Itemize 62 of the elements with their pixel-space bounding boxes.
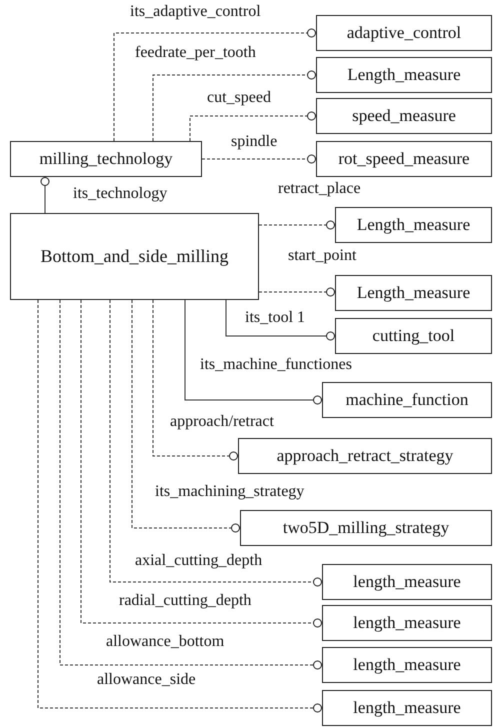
entity-name: approach_retract_strategy	[276, 446, 454, 466]
connector-line	[132, 300, 240, 532]
entity-name: Length_measure	[356, 283, 470, 303]
connector-line	[202, 154, 316, 164]
edge-label: retract_place	[278, 180, 361, 198]
edge-label: start_point	[288, 247, 356, 265]
edge-label: feedrate_per_tooth	[135, 44, 256, 62]
connector-line	[258, 288, 336, 296]
connector-line	[40, 176, 50, 214]
entity-name: length_measure	[353, 655, 461, 675]
entity-name: two5D_milling_strategy	[282, 518, 450, 538]
entity-box	[238, 438, 492, 474]
entity-box	[316, 141, 492, 177]
entity-name: adaptive_control	[346, 23, 462, 43]
edge-label: allowance_side	[97, 671, 196, 689]
connector-line	[152, 300, 238, 460]
edge-label: approach/retract	[170, 413, 274, 431]
entity-name: machine_function	[346, 390, 468, 410]
entity-name: Length_measure	[347, 65, 461, 85]
edge-label: allowance_bottom	[106, 633, 224, 651]
entity-box	[322, 382, 492, 418]
entity-box	[335, 275, 492, 311]
connector-line	[110, 300, 322, 586]
entity-name: milling_technology	[39, 149, 173, 169]
entity-box	[322, 690, 492, 726]
entity-box	[316, 15, 492, 51]
entity-name: cutting_tool	[372, 326, 455, 346]
entity-box	[10, 213, 259, 300]
connector-line	[152, 70, 316, 142]
edge-label: spindle	[231, 133, 278, 151]
entity-name: speed_measure	[352, 106, 456, 126]
entity-box	[322, 605, 492, 641]
edge-label: radial_cutting_depth	[119, 592, 252, 610]
entity-box	[322, 564, 492, 600]
entity-box	[10, 141, 202, 177]
entity-box	[322, 647, 492, 683]
connector-line	[60, 300, 322, 670]
connector-line	[38, 300, 322, 712]
connector-line	[258, 220, 336, 230]
entity-name: rot_speed_measure	[338, 149, 470, 169]
entity-name: Length_measure	[356, 215, 470, 235]
edge-label: its_machining_strategy	[155, 483, 304, 501]
entity-name: length_measure	[353, 698, 461, 718]
connector-line	[190, 112, 316, 142]
entity-box	[335, 318, 492, 354]
edge-label: its_machine_functiones	[200, 356, 352, 374]
edge-label: its_adaptive_control	[130, 3, 261, 21]
edge-label: its_technology	[73, 185, 168, 203]
connector-line	[114, 28, 316, 142]
entity-box	[316, 57, 492, 93]
entity-box	[335, 207, 492, 243]
connector-line	[80, 300, 322, 628]
entity-name: length_measure	[353, 572, 461, 592]
edge-label: its_tool 1	[245, 309, 306, 327]
entity-name: length_measure	[353, 613, 461, 633]
entity-box	[316, 98, 492, 134]
connector-line	[184, 300, 322, 404]
entity-box	[240, 510, 492, 546]
entity-name: Bottom_and_side_milling	[40, 246, 228, 267]
connector-line	[226, 300, 336, 340]
edge-label: cut_speed	[207, 89, 271, 107]
edge-label: axial_cutting_depth	[135, 552, 262, 570]
